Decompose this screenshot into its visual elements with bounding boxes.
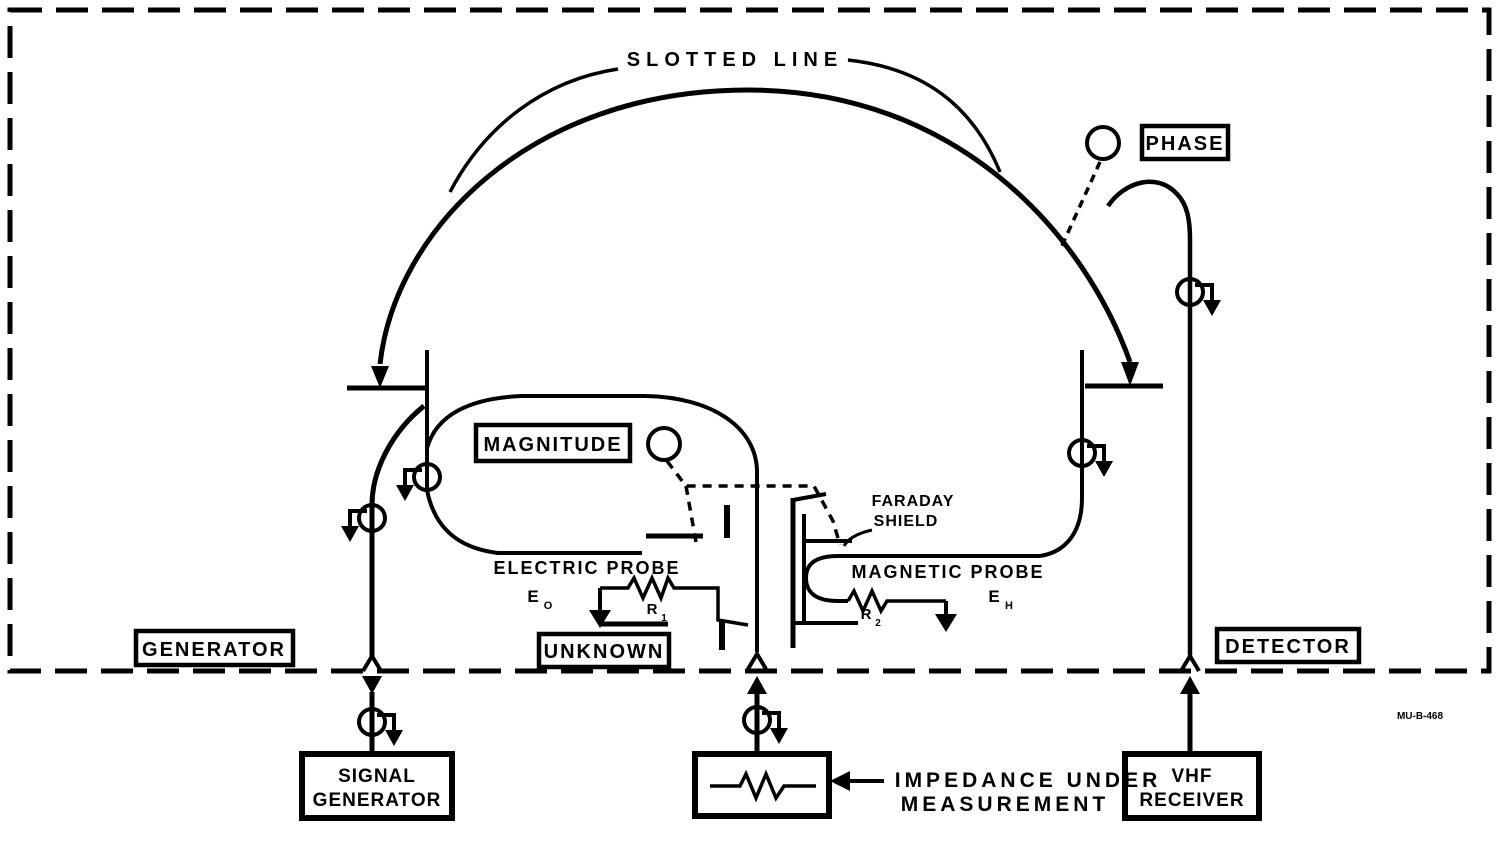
impedance-arrow-icon	[747, 676, 767, 694]
signal-generator-box	[299, 751, 455, 821]
faraday-shield-leader	[842, 528, 873, 547]
enclosure-dashed-border	[7, 7, 1492, 674]
impedance-box	[692, 751, 832, 819]
figure-code: MU-B-468	[1397, 711, 1444, 722]
generator-feed-line	[369, 404, 426, 656]
magnitude-label-box	[473, 422, 633, 464]
faraday-shield-top-hook	[792, 492, 827, 502]
unknown-label-box	[536, 631, 672, 670]
coax-connector-icon	[1067, 438, 1113, 477]
detector-feed-line	[1106, 179, 1193, 655]
coax-connector-icon	[742, 705, 788, 744]
faraday-label-line2: SHIELD	[874, 513, 939, 530]
generator-label: GENERATOR	[142, 639, 286, 661]
phase-probe-dashed-leader	[1058, 161, 1102, 251]
slotted-line-right-arrowhead-icon	[1121, 362, 1139, 386]
phase-label: PHASE	[1146, 133, 1225, 155]
impedance-note-line1: IMPEDANCE UNDER	[895, 769, 1162, 792]
slotted-line-arc	[377, 87, 1133, 365]
magnitude-dashed-leader	[665, 459, 842, 546]
slotted-line-label: SLOTTED LINE	[627, 49, 843, 71]
slotted-line-leader-left	[448, 67, 619, 193]
r1-resistor-icon	[600, 573, 749, 627]
signal-generator-label-line2: GENERATOR	[313, 790, 442, 811]
magnetic-probe-subscript: H	[1005, 600, 1013, 612]
coax-connector-icon	[341, 503, 387, 542]
electric-probe-subscript: O	[544, 600, 553, 612]
vhf-receiver-box	[1122, 751, 1262, 821]
detector-label: DETECTOR	[1225, 636, 1351, 658]
slotted-line-leader-right	[847, 58, 1002, 173]
r2-label: R	[861, 606, 872, 623]
magnetic-probe-loop	[803, 554, 1040, 603]
r1-label: R	[647, 601, 658, 618]
coax-connector-icon	[1175, 277, 1221, 316]
signal-generator-label-line1: SIGNAL	[338, 766, 416, 787]
r1-subscript: 1	[661, 613, 667, 624]
r2-resistor-icon	[846, 586, 946, 616]
vhf-receiver-arrow-icon	[1180, 676, 1200, 694]
slotted-line-left-arrowhead-icon	[371, 366, 389, 388]
inner-loop-lower-branch	[425, 489, 642, 555]
r1-ground-arrow-icon	[589, 610, 611, 628]
vhf-receiver-label-line1: VHF	[1172, 766, 1213, 787]
faraday-label-line1: FARADAY	[872, 493, 955, 510]
magnitude-label: MAGNITUDE	[483, 434, 622, 456]
coax-connector-icon	[396, 462, 442, 501]
impedance-resistor-icon	[710, 769, 816, 803]
magnetic-probe-symbol: E	[988, 587, 999, 606]
impedance-pointer-arrowhead-icon	[830, 771, 850, 791]
phase-probe-knob-icon	[1085, 125, 1121, 161]
unknown-terminal-caret	[746, 650, 768, 671]
impedance-note-line2: MEASUREMENT	[901, 793, 1110, 816]
generator-terminal-caret	[361, 652, 383, 673]
magnetic-probe-label: MAGNETIC PROBE	[851, 562, 1044, 582]
detector-terminal-caret	[1179, 652, 1201, 673]
inner-loop-line	[425, 394, 759, 652]
right-inner-feed-line	[1039, 350, 1084, 558]
generator-label-box	[133, 628, 296, 668]
detector-label-box	[1214, 626, 1362, 665]
phase-label-box	[1139, 123, 1231, 162]
vhf-receiver-label-line2: RECEIVER	[1139, 790, 1244, 811]
r2-ground-arrow-icon	[935, 614, 957, 632]
electric-probe-symbol: E	[527, 587, 538, 606]
r2-subscript: 2	[875, 618, 881, 629]
unknown-label: UNKNOWN	[544, 641, 665, 663]
coax-connector-icon	[357, 707, 403, 746]
electric-probe-label: ELECTRIC PROBE	[493, 558, 680, 578]
signal-generator-arrow-icon	[362, 676, 382, 694]
magnitude-probe-knob-icon	[646, 426, 682, 462]
